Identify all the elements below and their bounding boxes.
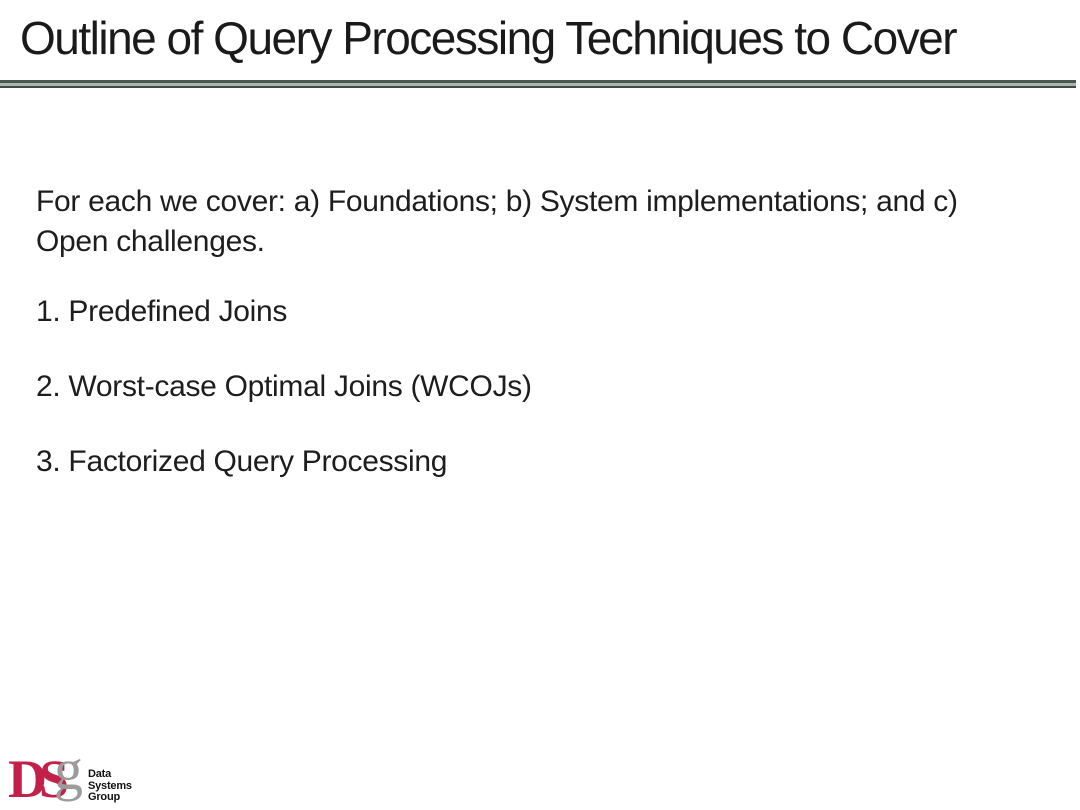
item-number: 3. <box>36 445 61 478</box>
divider-dark-top-band <box>0 80 1076 83</box>
logo-g-letter: g <box>54 737 83 802</box>
divider-light-middle-band <box>0 83 1076 86</box>
intro-line-2: Open challenges. <box>36 225 265 258</box>
item-label: Predefined Joins <box>68 295 288 328</box>
list-item-predefined-joins: 1.Predefined Joins <box>36 292 532 332</box>
slide-title: Outline of Query Processing Techniques t… <box>20 12 958 64</box>
title-divider-rule <box>0 80 1076 88</box>
logo-wordmark-line-group: Group <box>88 791 120 803</box>
item-number: 1. <box>36 295 61 328</box>
intro-paragraph: For each we cover: a) Foundations; b) Sy… <box>36 182 958 262</box>
divider-dark-bottom-band <box>0 86 1076 88</box>
item-label: Factorized Query Processing <box>68 445 448 478</box>
logo-ds-letters: DS <box>8 749 69 809</box>
logo-wordmark: Data Systems Group <box>88 768 132 804</box>
list-item-wcojs: 2.Worst-case Optimal Joins (WCOJs) <box>36 367 532 407</box>
list-item-factorized-query-processing: 3.Factorized Query Processing <box>36 442 532 482</box>
intro-line-1: For each we cover: a) Foundations; b) Sy… <box>36 185 958 218</box>
outline-list: 1.Predefined Joins 2.Worst-case Optimal … <box>36 292 532 517</box>
item-number: 2. <box>36 370 61 403</box>
logo-wordmark-line-data: Data <box>88 768 112 780</box>
item-label: Worst-case Optimal Joins (WCOJs) <box>68 370 532 403</box>
logo-wordmark-line-systems: Systems <box>88 779 132 792</box>
data-systems-group-logo: DS g Data Systems Group <box>8 741 168 810</box>
